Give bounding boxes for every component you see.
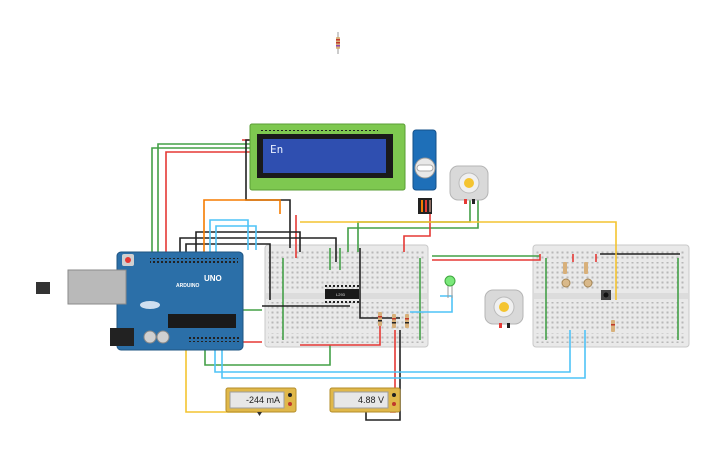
arduino-brand-label: ARDUINO — [176, 283, 200, 289]
chip-label: L293 — [336, 292, 345, 297]
photoresistors[interactable] — [561, 262, 593, 288]
wires-black — [179, 139, 680, 421]
wires-blue — [209, 219, 586, 379]
resistor-floating[interactable] — [336, 32, 340, 54]
dc-motor-2[interactable] — [484, 289, 524, 328]
motor-driver-chip[interactable] — [325, 285, 359, 303]
wires-green — [151, 143, 679, 366]
arduino-uno-board[interactable] — [36, 251, 244, 351]
voltmeter[interactable] — [329, 387, 401, 413]
pushbutton[interactable] — [601, 290, 611, 300]
wires-orange — [203, 199, 281, 252]
voltmeter-reading: 4.88 V — [357, 395, 384, 405]
resistors-breadboard-1[interactable] — [378, 312, 409, 328]
lcd-text: En — [270, 143, 284, 156]
lcd-display[interactable] — [249, 123, 406, 191]
resistor-breadboard-2[interactable] — [611, 320, 615, 332]
led-green[interactable] — [444, 275, 456, 298]
ammeter[interactable] — [225, 387, 297, 416]
dc-motor-1[interactable] — [449, 165, 489, 204]
arduino-model-label: UNO — [204, 274, 222, 283]
servo-motor[interactable] — [412, 129, 437, 214]
ammeter-reading: -244 mA — [245, 395, 280, 405]
